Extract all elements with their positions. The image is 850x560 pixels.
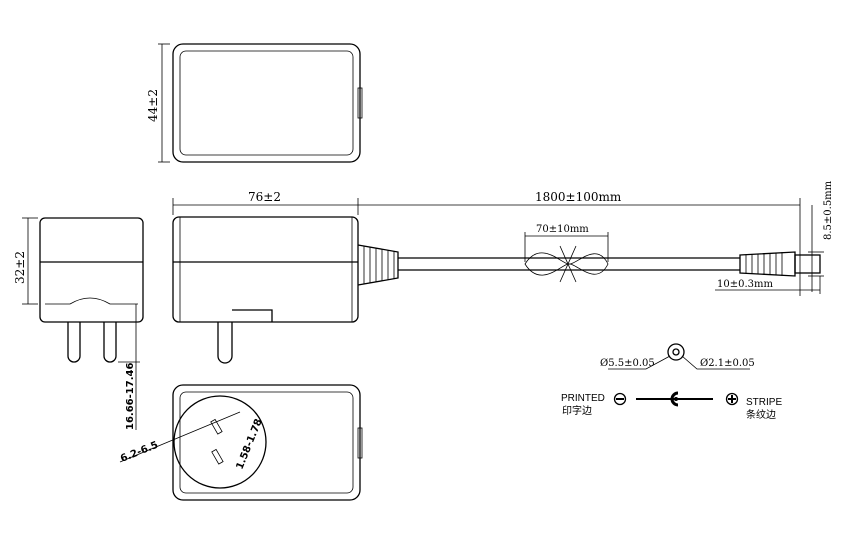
dim-knot-length: 70±10mm	[536, 224, 589, 235]
side-view: 76±2 1800±100mm 70±10mm 8.5±0.5mm 10±0.3…	[172, 180, 834, 364]
top-view: 44±2	[146, 43, 363, 163]
dim-length: 76±2	[248, 190, 281, 204]
outer-diameter-label: Ø5.5±0.05	[600, 358, 655, 369]
plus-icon	[725, 392, 739, 406]
printed-label: PRINTED	[561, 393, 605, 404]
printed-label-cn: 印字边	[562, 404, 592, 417]
stripe-label-cn: 条纹边	[746, 408, 776, 421]
dim-pin-spacing: 6.2-6.5	[119, 440, 160, 465]
bottom-view: 6.2-6.5 1.58-1.78	[119, 384, 363, 501]
dim-plug-tip-length: 10±0.3mm	[717, 279, 773, 290]
polarity-diagram: Ø5.5±0.05 Ø2.1±0.05 PRINTED 印字边 STRIPE 条…	[561, 343, 782, 421]
stripe-label: STRIPE	[746, 397, 782, 408]
dim-height-top: 44±2	[146, 89, 160, 122]
dim-pin-length: 16.66-17.46	[125, 363, 136, 430]
inner-diameter-label: Ø2.1±0.05	[700, 358, 755, 369]
dim-width-front: 32±2	[13, 251, 27, 284]
front-view: 32±2 16.66-17.46	[13, 217, 144, 430]
dim-cable-length: 1800±100mm	[535, 190, 622, 204]
minus-icon	[613, 392, 627, 406]
dim-plug-diameter: 8.5±0.5mm	[823, 180, 834, 240]
